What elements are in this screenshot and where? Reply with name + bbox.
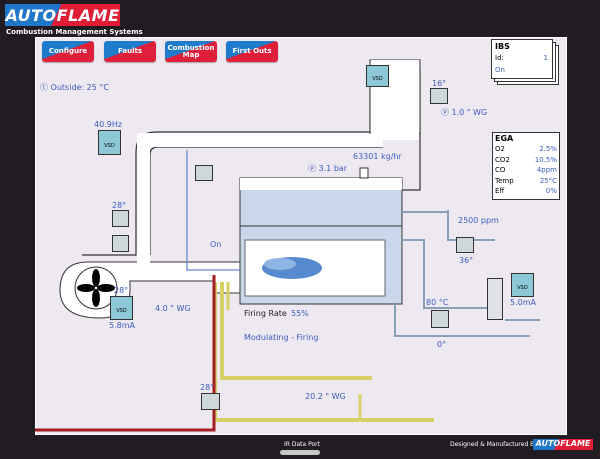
ibs-status: On: [495, 66, 505, 74]
feed-pump-icon[interactable]: [487, 278, 503, 320]
burner-mode: Modulating - Firing: [244, 333, 319, 342]
gas-train: [35, 275, 434, 432]
ega-row-eff-value: 0%: [545, 187, 557, 195]
faults-button[interactable]: Faults: [104, 41, 156, 62]
ega-row-co2-label: CO2: [495, 155, 510, 164]
ega-row-temp-label: Temp: [495, 176, 514, 185]
ega-row-co2-value: 10.5%: [534, 155, 557, 164]
ir-data-port-label: IR Data Port: [284, 441, 320, 448]
autoflame-logo: AUTOFLAME: [5, 4, 120, 26]
tagline: Combustion Management Systems: [6, 28, 143, 36]
duct-vertical: [137, 133, 150, 255]
ibs-title: IBS: [495, 42, 510, 51]
stack-damper-angle: 16°: [432, 79, 447, 88]
ega-row-o2-label: O2: [495, 145, 505, 153]
steam-flow: 63301 kg/hr: [353, 152, 402, 161]
ega-title: EGA: [495, 134, 514, 143]
configure-button[interactable]: Configure: [42, 41, 94, 62]
fd-fan-icon: [77, 269, 115, 307]
ega-row-co-value: 4ppm: [536, 166, 557, 174]
thermometer-icon: ⓣ: [40, 83, 51, 92]
fd-vsd[interactable]: VSD: [98, 130, 121, 155]
gas-pressure: 20.2 " WG: [305, 392, 346, 401]
fd-vsd-frequency: 40.9Hz: [94, 120, 123, 129]
fd-fan-housing: [74, 266, 118, 310]
tds-reading: 2500 ppm: [458, 216, 499, 225]
stack-pressure: ⓟ 1.0 " WG: [441, 108, 488, 117]
firing-rate-label: Firing Rate: [244, 309, 287, 318]
air-damper-actuator[interactable]: [112, 210, 129, 227]
tds-valve-actuator[interactable]: [456, 237, 474, 253]
first-outs-button[interactable]: First Outs: [226, 41, 278, 62]
burner-state: On: [210, 240, 222, 249]
ibs-card[interactable]: IBS Id: 1 On: [491, 39, 553, 79]
steam-outlet: [359, 167, 369, 179]
fuel-valve-angle: 28°: [200, 383, 215, 392]
ibs-id-label: Id:: [495, 54, 504, 62]
ir-data-port[interactable]: [280, 450, 320, 455]
duct-top: [150, 133, 383, 147]
fan-vsd-current: 5.8mA: [109, 321, 135, 330]
feedwater-temperature: 80 °C: [426, 298, 449, 307]
fan-actuator[interactable]: [112, 235, 129, 252]
pilot-actuator[interactable]: [195, 165, 213, 181]
pump-vsd[interactable]: VSD: [511, 273, 534, 297]
blowdown-angle: 0°: [437, 340, 447, 349]
fan-damper-angle: 28°: [114, 286, 129, 295]
pilot-line: [186, 150, 240, 271]
pump-vsd-current: 5.0mA: [510, 298, 536, 307]
tds-valve-angle: 36°: [459, 256, 474, 265]
firing-rate-value: 55%: [291, 309, 309, 318]
ega-row-temp-value: 25°C: [539, 176, 557, 185]
blowdown-actuator[interactable]: [431, 310, 449, 328]
autoflame-footer-logo: AUTOFLAME: [533, 439, 593, 450]
stack-vsd[interactable]: VSD: [366, 65, 389, 87]
air-damper-angle: 28°: [112, 201, 127, 210]
outside-temperature: ⓣ Outside: 25 °C: [40, 83, 109, 92]
ibs-id-value: 1: [543, 54, 548, 62]
ega-row-o2-value: 2.5%: [539, 145, 557, 153]
fuel-valve-actuator[interactable]: [201, 393, 220, 410]
water-pipes: [394, 210, 540, 337]
stack-damper-actuator[interactable]: [430, 88, 448, 104]
designed-by-label: Designed & Manufactured By: [450, 441, 538, 448]
ega-card[interactable]: EGA O2 CO2 CO Temp Eff 2.5% 10.5% 4ppm 2…: [492, 132, 560, 200]
air-pressure: 4.0 " WG: [155, 304, 191, 313]
fan-vsd[interactable]: VSD: [110, 296, 133, 320]
steam-pressure: ⓟ 3.1 bar: [308, 164, 348, 173]
ega-row-eff-label: Eff: [495, 187, 505, 195]
combustion-map-button[interactable]: Combustion Map: [165, 41, 217, 62]
ega-row-co-label: CO: [495, 166, 506, 174]
